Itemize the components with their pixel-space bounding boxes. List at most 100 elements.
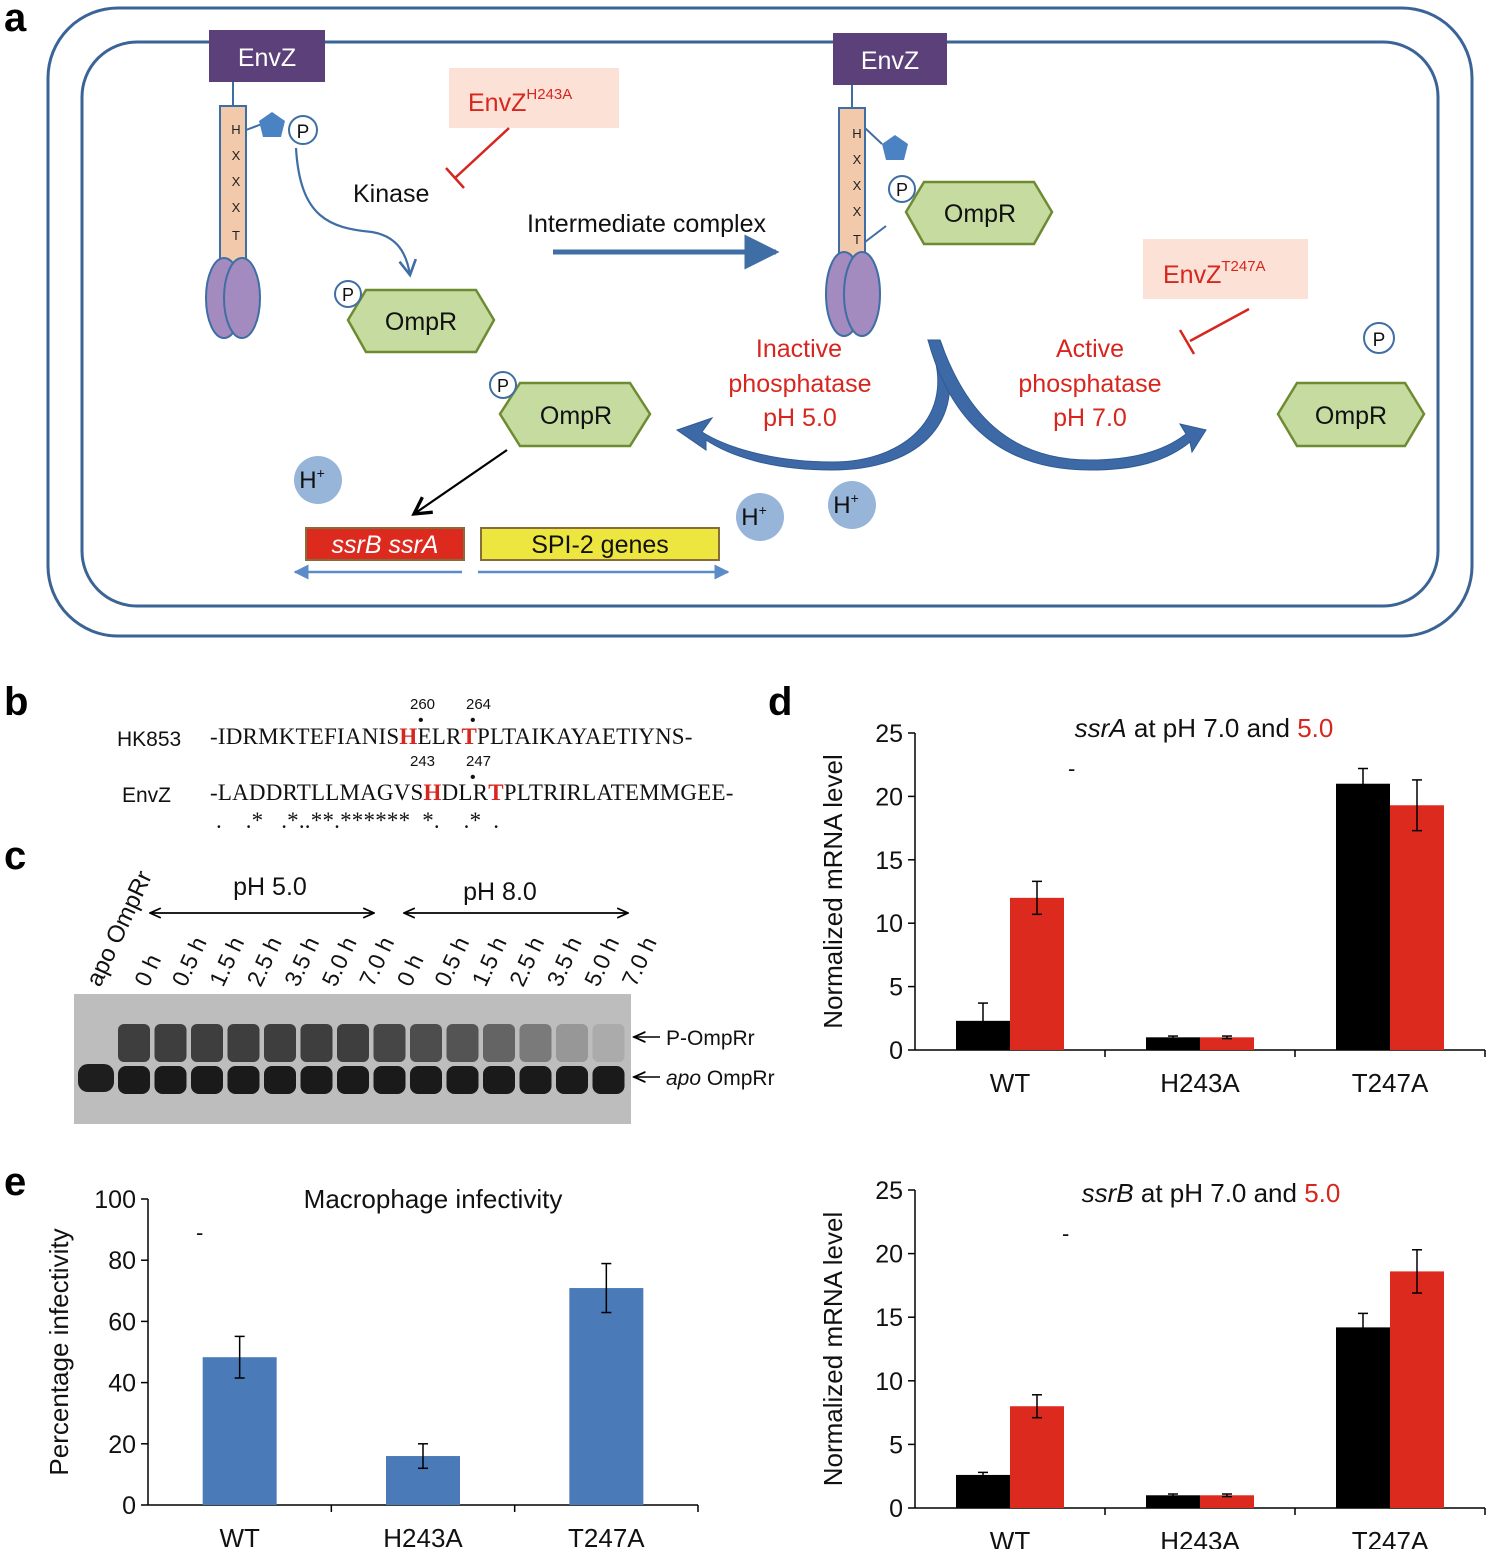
gel-band-lower [154,1066,187,1094]
svg-text:ssrB ssrA: ssrB ssrA [332,531,439,559]
y-tick-label: 0 [889,1495,903,1523]
svg-text:SPI-2 genes: SPI-2 genes [531,531,669,559]
inhibit-line [454,127,510,179]
envz-label-1: EnvZ [238,44,296,72]
lane-time-label: 0 h [129,950,166,990]
svg-text:OmpR: OmpR [944,200,1016,228]
y-tick-label: 20 [108,1431,136,1459]
proton-icon: H+ [828,481,876,529]
ph8-label: pH 8.0 [463,878,537,906]
x-tick-label: WT [219,1523,260,1549]
chart-infectivity: Macrophage infectivity-020406080100Perce… [44,1184,699,1549]
y-tick-label: 40 [108,1370,136,1398]
inactive-phosphatase-1: Inactive [756,335,842,363]
svg-text:P: P [297,122,310,143]
bar [1010,1406,1064,1508]
y-tick-label: 5 [889,974,903,1002]
y-axis-label: Normalized mRNA level [818,1212,848,1487]
gel-band-lower [191,1066,223,1094]
svg-text:H+: H+ [741,502,767,531]
y-tick-label: 80 [108,1247,136,1275]
seq-consensus: . .* .*..**.****** *. .* . [210,808,500,833]
bar [569,1288,644,1505]
lane-time-label: 1.5 h [204,933,249,990]
bar [1010,897,1064,1050]
svg-text:H: H [852,126,861,141]
bar [1146,1495,1200,1508]
gel-band-upper [118,1024,150,1062]
svg-text:P: P [896,180,908,200]
gel-band-apo [78,1064,114,1092]
gel-band-lower [592,1066,625,1094]
gel-band-lower [483,1066,515,1094]
seq-envz: -LADDRTLLMAGVSHDLRTPLTRIRLATEMMGEE- [210,780,734,805]
y-tick-label: 0 [122,1492,136,1520]
active-phosphatase-1: Active [1056,335,1124,363]
panel-letter-e: e [4,1160,27,1204]
gel-band-upper [410,1024,442,1062]
proton-icon: H+ [736,493,784,541]
gel-band-upper [519,1024,552,1062]
bar [202,1357,277,1505]
lane-time-label: 0.5 h [166,933,211,990]
gel-band-upper [446,1024,479,1062]
y-tick-label: 15 [875,1304,903,1332]
gel-band-upper [154,1024,187,1062]
chart-title: ssrB at pH 7.0 and 5.0 [1082,1178,1341,1208]
gel-band-upper [592,1024,625,1062]
dimer-lobe [223,257,261,339]
svg-text:H+: H+ [833,490,859,519]
band-label-lower: apo OmpRr [666,1067,775,1090]
gel-band-upper [483,1024,515,1062]
y-tick-label: 20 [875,1241,903,1269]
x-tick-label: H243A [1160,1526,1240,1549]
y-axis-label: Percentage infectivity [44,1228,74,1475]
svg-text:OmpR: OmpR [385,308,457,336]
gel-band-upper [191,1024,223,1062]
gel-band-lower [556,1066,588,1094]
x-tick-label: T247A [568,1523,645,1549]
envz-label-2: EnvZ [861,47,919,75]
gene-spi2 [480,527,720,561]
curved-arrow-left [675,339,951,471]
gel-band-upper [337,1024,369,1062]
chart-dash: - [196,1220,203,1245]
lane-time-label: 1.5 h [466,933,511,990]
bar [1390,1271,1444,1508]
gel-band-upper [227,1024,260,1062]
gel-band-lower [264,1066,296,1094]
kinase-label: Kinase [353,180,429,208]
envz-helix-2 [838,107,866,269]
dot-marker: • [470,769,476,786]
bar [1390,805,1444,1050]
svg-text:T: T [853,232,861,247]
lane-time-label: 3.5 h [279,933,324,990]
y-tick-label: 15 [875,847,903,875]
phospho-circle [288,115,318,145]
chart-dash: - [1068,756,1075,781]
y-tick-label: 10 [875,1368,903,1396]
seq-name-hk853: HK853 [117,728,182,751]
svg-text:OmpR: OmpR [540,402,612,430]
alignment-pos-260: 260 [410,696,436,713]
outer-membrane [46,6,1474,638]
envz-box-1 [209,30,325,82]
pentagon-icon [259,112,285,137]
y-tick-label: 0 [889,1037,903,1065]
x-tick-label: T247A [1352,1526,1429,1549]
lane-time-label: 2.5 h [241,933,286,990]
pentagon-icon [882,135,908,160]
gel-band-lower [227,1066,260,1094]
y-tick-label: 20 [875,783,903,811]
kinase-arrow [294,147,418,278]
motif-1-1: X [232,148,241,163]
gel-band-lower [410,1066,442,1094]
y-tick-label: 25 [875,1177,903,1205]
y-tick-label: 10 [875,910,903,938]
svg-text:P: P [497,376,509,396]
motif-1-0: H [231,122,240,137]
svg-text:H+: H+ [299,465,325,494]
chart-ssra: ssrA at pH 7.0 and 5.0-0510152025Normali… [818,713,1486,1098]
active-phosphatase-3: pH 7.0 [1053,404,1127,432]
gel-band-lower [118,1066,150,1094]
